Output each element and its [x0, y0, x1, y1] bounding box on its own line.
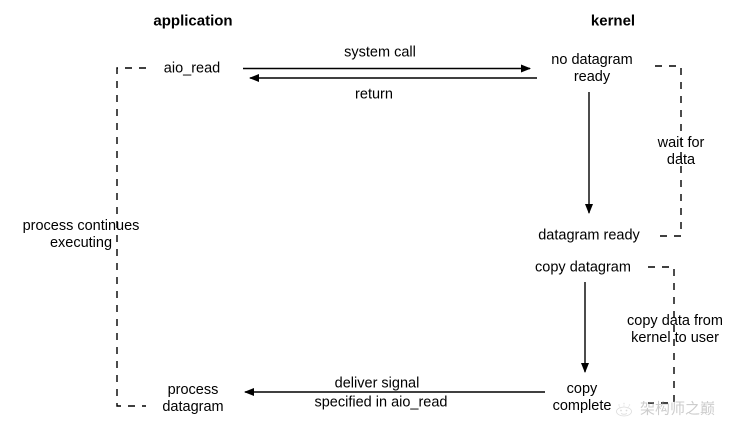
- copy-data-from-kernel-to-user-label: copy data from kernel to user: [627, 313, 723, 346]
- watermark-text: 架构师之巅: [640, 399, 716, 418]
- application-column-title: application: [153, 12, 233, 30]
- process-datagram-label: process datagram: [162, 382, 224, 415]
- specified-in-aio-read-label: specified in aio_read: [314, 394, 448, 411]
- no-datagram-ready-label: no datagram ready: [551, 52, 633, 85]
- process-continues-executing-label: process continues executing: [22, 218, 140, 251]
- copy-datagram-label: copy datagram: [535, 259, 631, 276]
- copy-data-bracket: [648, 266, 675, 404]
- deliver-signal-label: deliver signal: [334, 375, 420, 392]
- return-label: return: [355, 86, 393, 103]
- watermark-logo-icon: [616, 402, 632, 416]
- system-call-label: system call: [344, 44, 416, 61]
- copy-complete-label: copy complete: [552, 381, 612, 414]
- datagram-ready-label: datagram ready: [538, 227, 640, 244]
- application-process-lifeline: [116, 67, 146, 407]
- wait-for-data-label: wait for data: [657, 135, 705, 168]
- watermark: 架构师之巅: [613, 398, 715, 419]
- aio-read-label: aio_read: [163, 60, 221, 77]
- kernel-column-title: kernel: [590, 12, 636, 30]
